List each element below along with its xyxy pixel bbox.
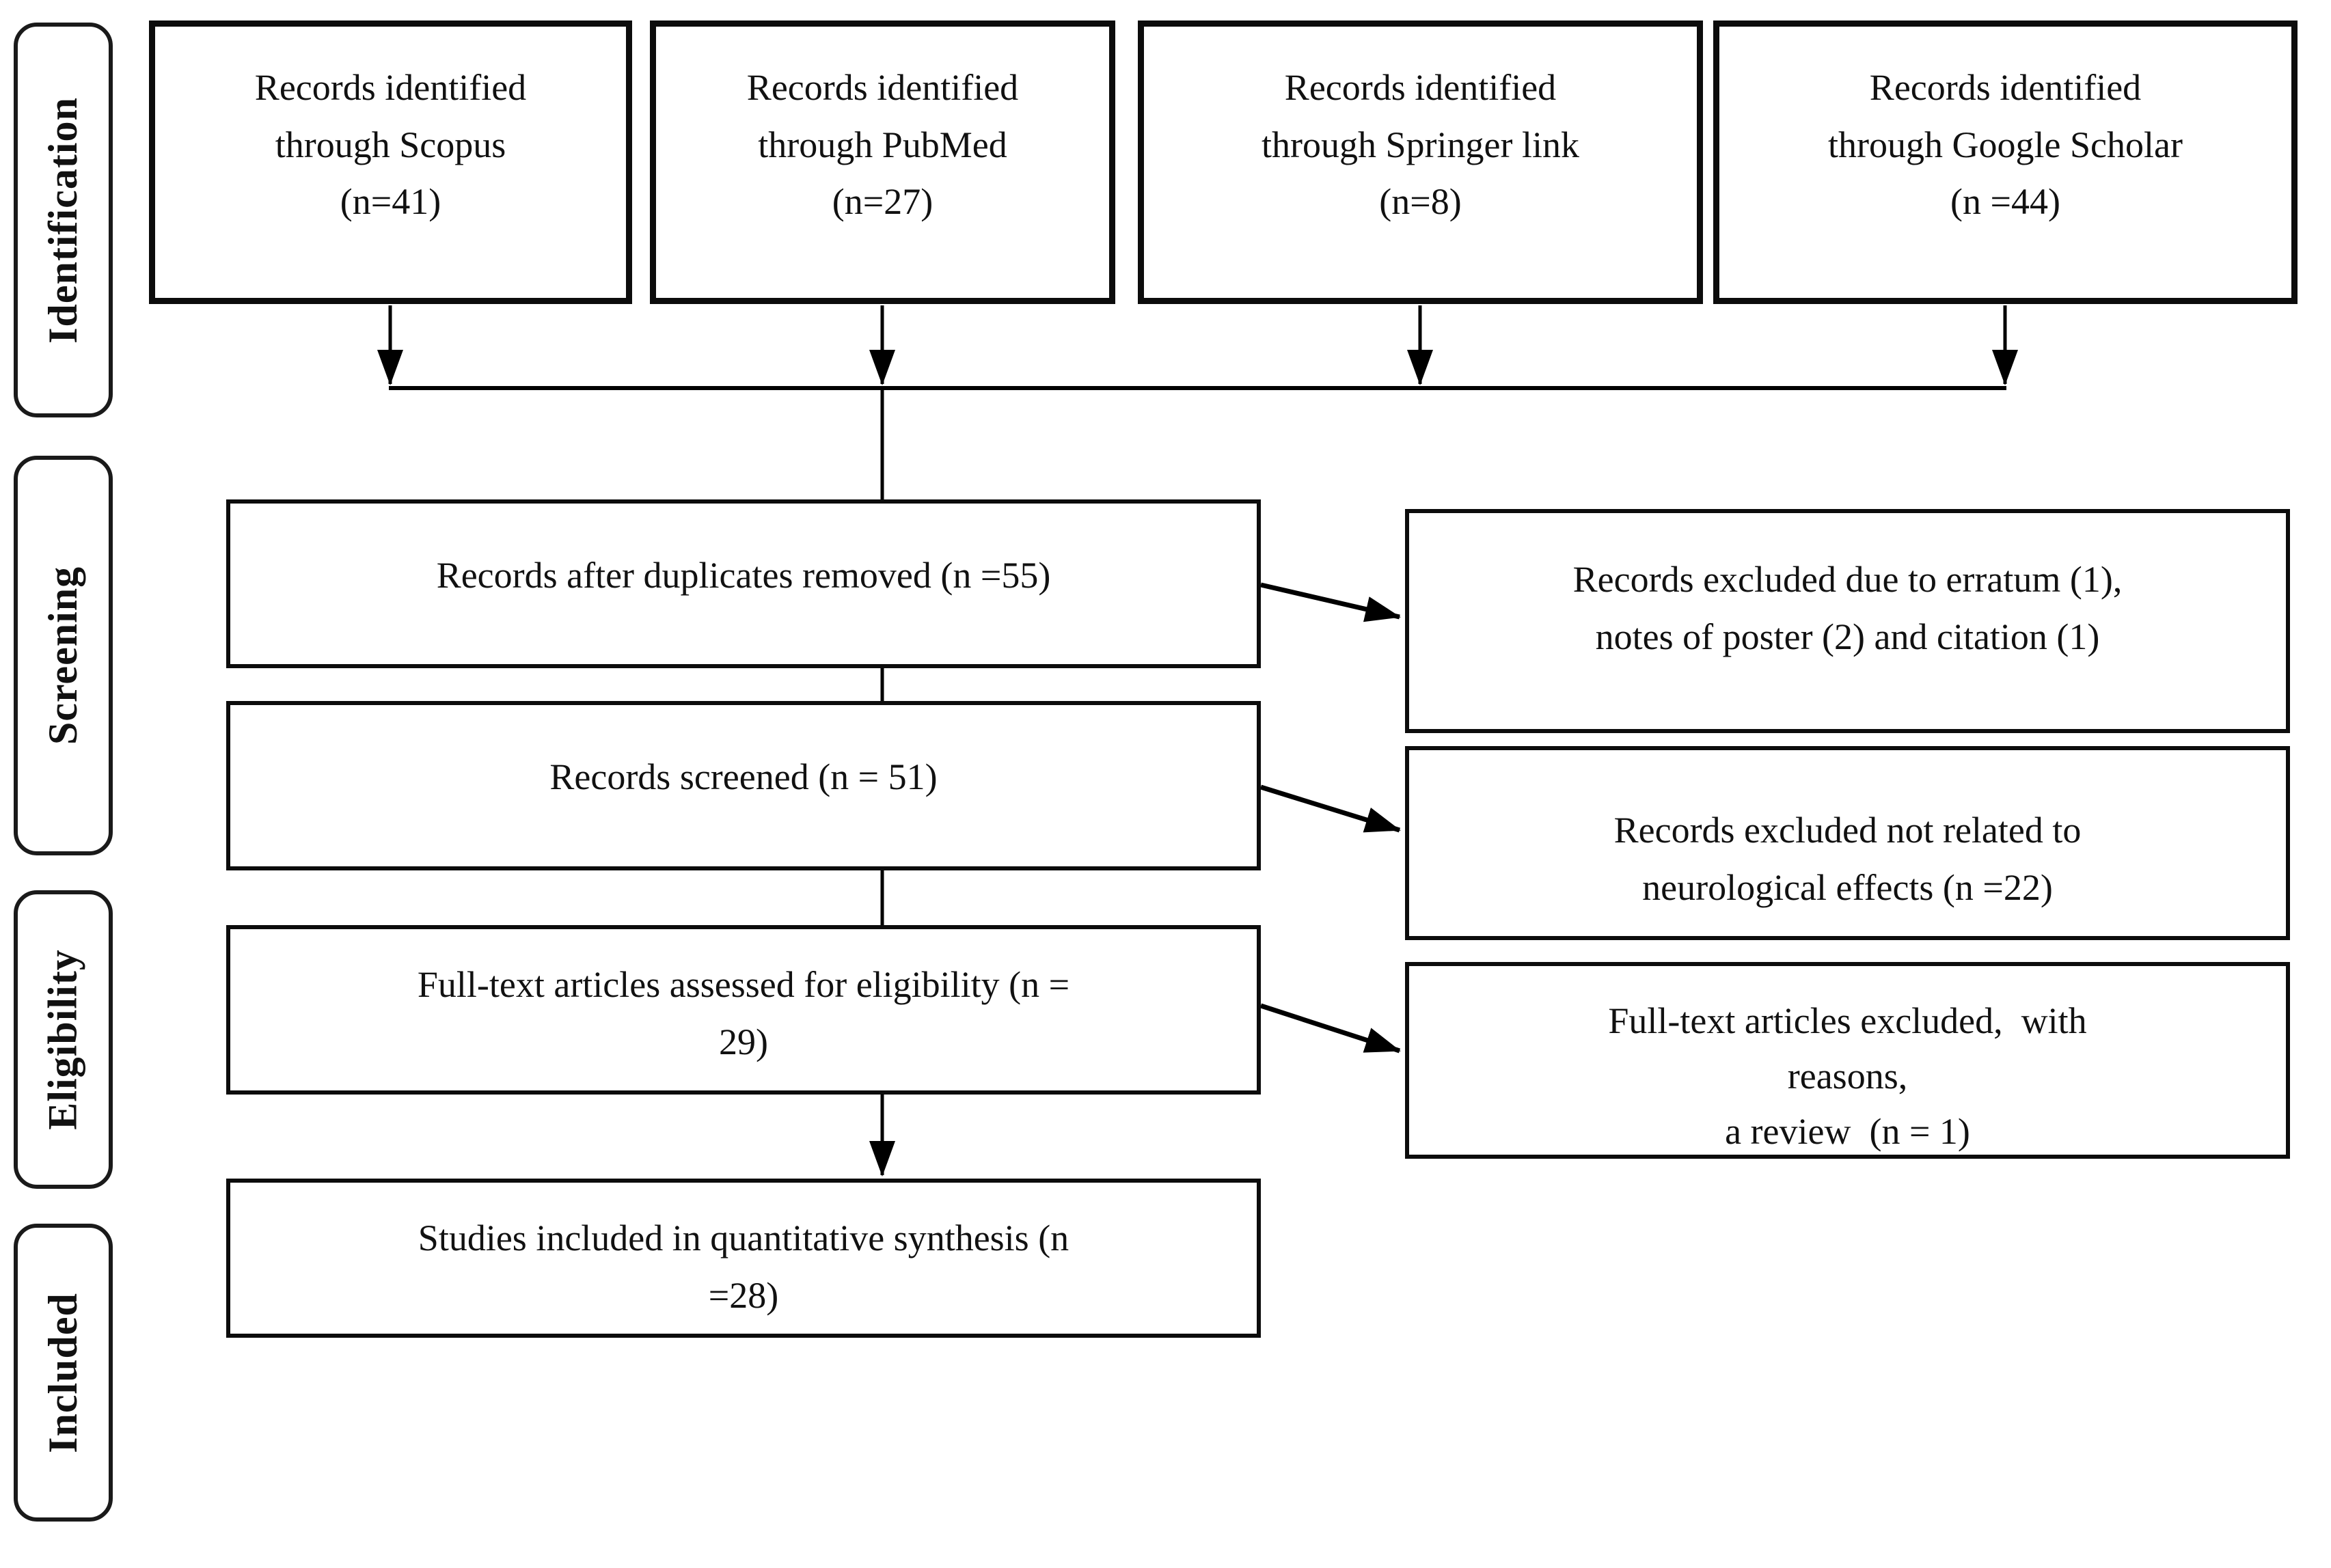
box-records-identified-scopus: Records identified through Scopus (n=41) bbox=[149, 20, 632, 304]
box-records-excluded-erratum: Records excluded due to erratum (1), not… bbox=[1405, 509, 2290, 733]
box-records-identified-pubmed: Records identified through PubMed (n=27) bbox=[650, 20, 1115, 304]
box-records-identified-google-scholar: Records identified through Google Schola… bbox=[1713, 20, 2298, 304]
box-fulltext-assessed: Full-text articles assessed for eligibil… bbox=[226, 925, 1261, 1095]
stage-eligibility: Eligibility bbox=[14, 890, 113, 1189]
box-fulltext-excluded-reasons: Full-text articles excluded, with reason… bbox=[1405, 962, 2290, 1159]
arrow-fulltext-to-excluded-3 bbox=[1259, 1003, 1401, 1054]
stage-included-label: Included bbox=[40, 1292, 86, 1453]
box-records-screened: Records screened (n = 51) bbox=[226, 701, 1261, 870]
stage-eligibility-label: Eligibility bbox=[40, 949, 86, 1130]
box-records-excluded-not-related: Records excluded not related to neurolog… bbox=[1405, 746, 2290, 940]
arrow-duplicates-to-excluded-1 bbox=[1260, 582, 1401, 622]
box-studies-included: Studies included in quantitative synthes… bbox=[226, 1179, 1261, 1338]
stage-identification-label: Identification bbox=[40, 96, 86, 344]
stage-included: Included bbox=[14, 1224, 113, 1522]
box-records-after-duplicates-removed: Records after duplicates removed (n =55) bbox=[226, 499, 1261, 668]
box-records-identified-springer: Records identified through Springer link… bbox=[1138, 20, 1703, 304]
stage-identification: Identification bbox=[14, 23, 113, 417]
arrow-screened-to-excluded-2 bbox=[1259, 784, 1401, 833]
stage-screening: Screening bbox=[14, 456, 113, 855]
stage-screening-label: Screening bbox=[40, 566, 85, 745]
